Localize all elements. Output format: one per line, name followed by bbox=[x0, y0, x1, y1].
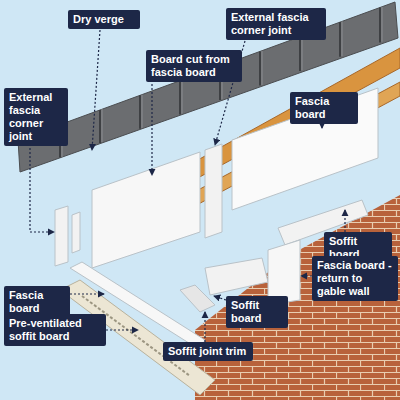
soffit-board bbox=[205, 258, 268, 295]
callout-label: Soffit board bbox=[226, 296, 288, 328]
callout-label: External fascia corner joint bbox=[226, 8, 326, 40]
callout-label: External fascia corner joint bbox=[4, 88, 68, 146]
leader-line bbox=[344, 210, 345, 232]
label-text: External fascia corner joint bbox=[231, 11, 321, 37]
label-text: Fascia board bbox=[9, 289, 65, 315]
fascia-board-cut bbox=[92, 152, 200, 268]
label-text: Fascia board bbox=[295, 95, 353, 121]
fascia-board bbox=[232, 88, 378, 210]
brick-wall bbox=[195, 195, 400, 400]
leader-lines bbox=[30, 30, 345, 342]
leader-line bbox=[151, 80, 152, 175]
label-text: Dry verge bbox=[73, 13, 135, 26]
callout-label: Fascia board bbox=[290, 92, 358, 124]
leader-line bbox=[70, 293, 104, 294]
leader-line bbox=[30, 140, 54, 232]
label-text: Soffit joint trim bbox=[168, 345, 248, 358]
callout-label: Soffit joint trim bbox=[163, 342, 253, 361]
leader-line bbox=[214, 296, 226, 300]
callout-label: Dry verge bbox=[68, 10, 140, 29]
callout-label: Board cut from fascia board bbox=[146, 50, 242, 82]
leader-line bbox=[92, 30, 100, 150]
label-text: Board cut from fascia board bbox=[151, 53, 237, 79]
corner-joint bbox=[205, 144, 222, 238]
leader-line bbox=[106, 329, 138, 330]
label-text: Soffit board bbox=[231, 299, 283, 325]
leader-line bbox=[204, 312, 205, 342]
corner-joint bbox=[55, 206, 68, 266]
callout-label: Pre-ventilated soffit board bbox=[4, 314, 106, 346]
label-text: Pre-ventilated soffit board bbox=[9, 317, 101, 343]
label-text: External fascia corner joint bbox=[9, 91, 63, 143]
leader-line bbox=[301, 275, 312, 276]
corner-joint bbox=[72, 212, 80, 253]
label-text: Fascia board - return to gable wall bbox=[317, 259, 393, 298]
callout-label: Fascia board - return to gable wall bbox=[312, 256, 398, 301]
